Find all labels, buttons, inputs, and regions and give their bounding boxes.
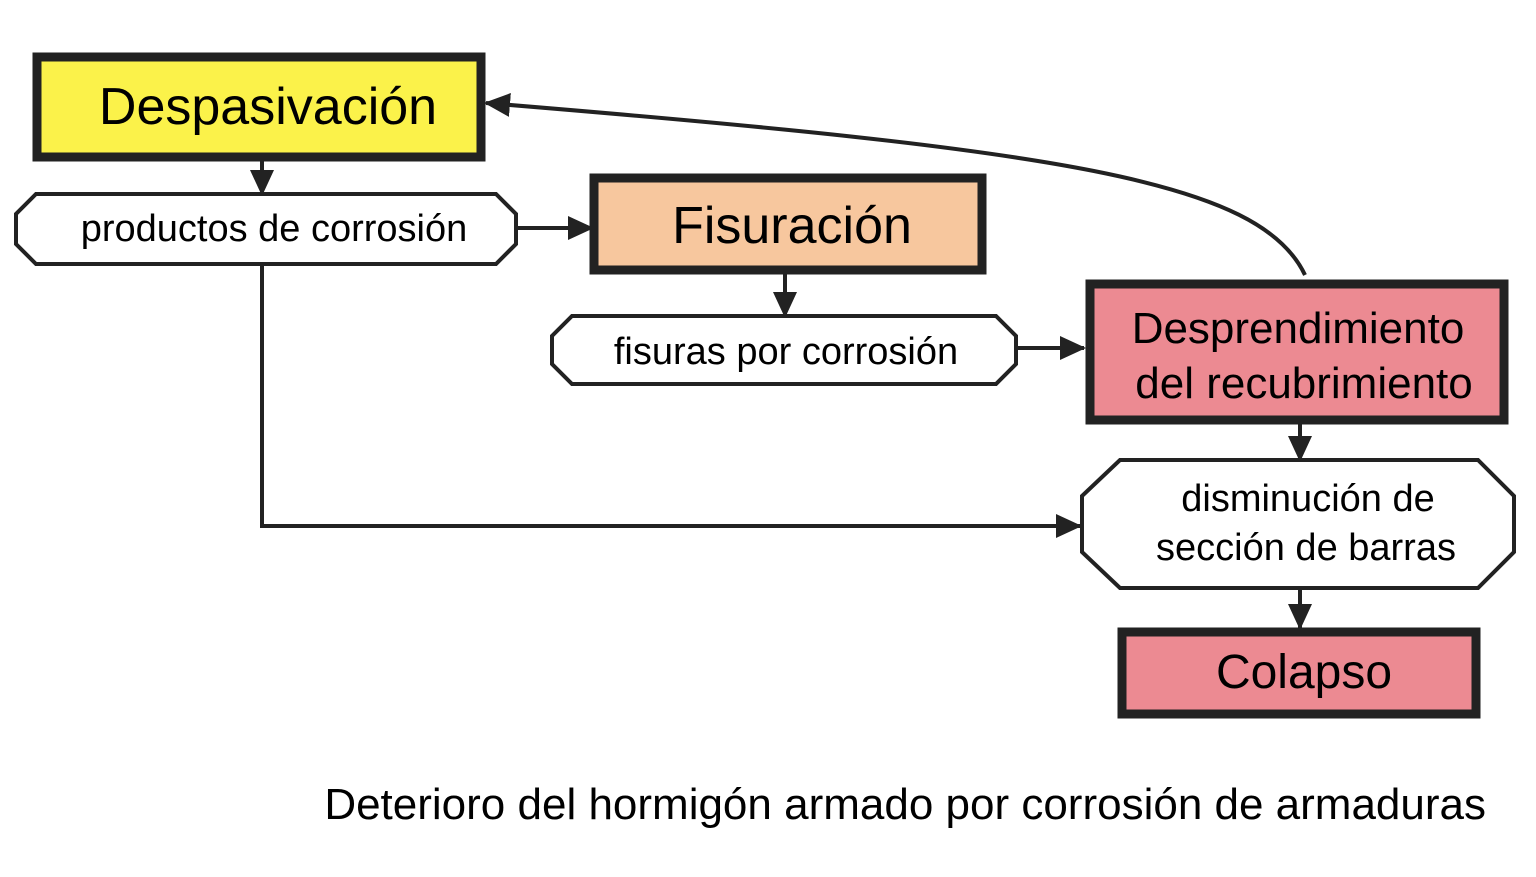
node-disminucion-line2: sección de barras <box>1156 527 1456 569</box>
node-fisuracion: Fisuración <box>589 173 987 275</box>
node-disminucion: disminución de sección de barras <box>1080 458 1516 590</box>
node-disminucion-line1: disminución de <box>1181 478 1434 520</box>
node-fisuras-label: fisuras por corrosión <box>614 331 958 373</box>
arrow-productos-to-disminucion <box>260 264 1082 538</box>
node-fisuras: fisuras por corrosión <box>550 314 1018 386</box>
node-fisuracion-label: Fisuración <box>672 197 912 255</box>
node-fisuracion-shape <box>589 173 987 275</box>
diagram-caption: Deterioro del hormigón armado por corros… <box>324 780 1486 829</box>
node-productos-shape <box>14 192 518 266</box>
node-desprendimiento-shape <box>1085 279 1509 425</box>
connectors <box>250 92 1312 630</box>
node-despasivacion: Despasivación <box>32 52 486 162</box>
node-desprendimiento-line2: del recubrimiento <box>1135 359 1473 408</box>
node-fisuras-shape <box>550 314 1018 386</box>
node-desprendimiento-line1: Desprendimiento <box>1132 304 1465 353</box>
node-colapso-shape <box>1117 627 1481 719</box>
arrow-desprendimiento-to-despasivacion <box>484 92 1307 276</box>
node-despasivacion-label: Despasivación <box>99 78 437 136</box>
node-disminucion-shape <box>1080 458 1516 590</box>
node-colapso: Colapso <box>1117 627 1481 719</box>
node-colapso-label: Colapso <box>1216 646 1392 699</box>
node-desprendimiento: Desprendimiento del recubrimiento <box>1085 279 1509 425</box>
node-productos-label: productos de corrosión <box>81 208 468 250</box>
node-despasivacion-shape <box>32 52 486 162</box>
node-productos: productos de corrosión <box>14 192 518 266</box>
